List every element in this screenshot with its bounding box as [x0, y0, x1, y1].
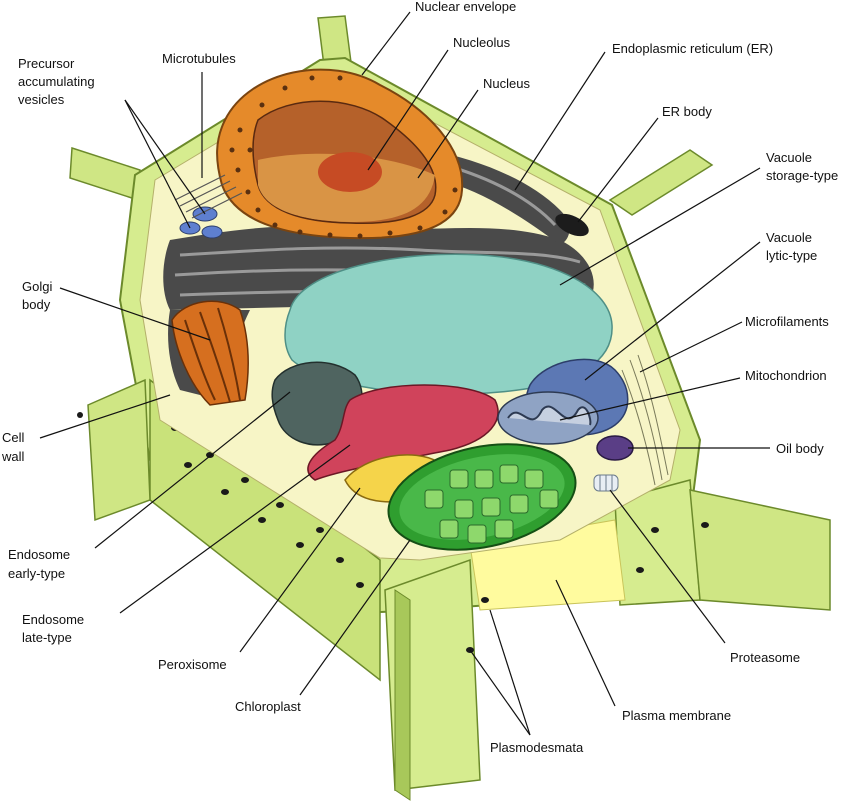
leader-lines: [39, 11, 770, 736]
microfilaments: [621, 354, 669, 486]
label-precursor-3: vesicles: [18, 92, 65, 107]
label-nucleus: Nucleus: [483, 76, 530, 91]
label-mitochondrion: Mitochondrion: [745, 368, 827, 383]
label-plasma-membrane: Plasma membrane: [622, 708, 731, 723]
label-precursor-1: Precursor: [18, 56, 75, 71]
label-plasmodesmata: Plasmodesmata: [490, 740, 584, 755]
label-precursor-2: accumulating: [18, 74, 95, 89]
label-endosome-late-1: Endosome: [22, 612, 84, 627]
proteasome: [593, 474, 619, 492]
wall-pillar-front-side: [394, 589, 411, 801]
label-cell-wall-2: wall: [1, 449, 25, 464]
nucleolus: [318, 152, 382, 192]
wall-stub-left: [69, 146, 141, 202]
label-vacuole-lytic-1: Vacuole: [766, 230, 812, 245]
label-cell-wall-1: Cell: [2, 430, 25, 445]
label-peroxisome: Peroxisome: [158, 657, 227, 672]
label-golgi-2: body: [22, 297, 51, 312]
label-vacuole-lytic-2: lytic-type: [766, 248, 817, 263]
label-nucleolus: Nucleolus: [453, 35, 511, 50]
labels: Nuclear envelope Nucleolus Nucleus Endop…: [1, 0, 838, 755]
microtubules: [174, 174, 243, 219]
label-vacuole-storage-1: Vacuole: [766, 150, 812, 165]
wall-stub-right: [608, 149, 714, 216]
label-er: Endoplasmic reticulum (ER): [612, 41, 773, 56]
label-microfilaments: Microfilaments: [745, 314, 829, 329]
label-microtubules: Microtubules: [162, 51, 236, 66]
label-endosome-early-1: Endosome: [8, 547, 70, 562]
mitochondrion: [497, 391, 599, 445]
chloroplast: [387, 443, 577, 551]
wall-pillar-left: [87, 378, 151, 522]
label-vacuole-storage-2: storage-type: [766, 168, 838, 183]
nuclear-pores: [229, 75, 458, 239]
label-endosome-late-2: late-type: [22, 630, 72, 645]
label-oil-body: Oil body: [776, 441, 824, 456]
label-endosome-early-2: early-type: [8, 566, 65, 581]
golgi-body: [171, 300, 250, 406]
thylakoid-stacks: [424, 464, 559, 544]
label-chloroplast: Chloroplast: [235, 699, 301, 714]
nucleus-group: [216, 68, 464, 240]
label-nuclear-envelope: Nuclear envelope: [415, 0, 516, 14]
oil-body: [596, 435, 634, 461]
label-proteasome: Proteasome: [730, 650, 800, 665]
label-golgi-1: Golgi: [22, 279, 52, 294]
wall-pillar-right-arm: [689, 489, 831, 611]
label-er-body: ER body: [662, 104, 712, 119]
